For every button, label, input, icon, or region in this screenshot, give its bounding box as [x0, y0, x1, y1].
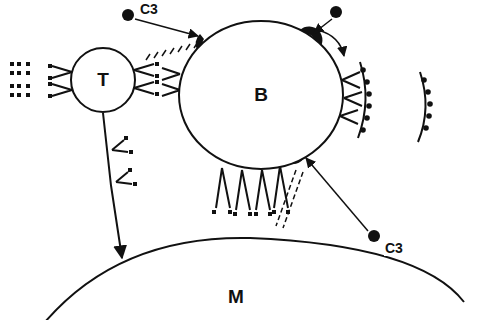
macrophage-cell: M	[40, 230, 470, 320]
lymphocyte-cell: B	[178, 20, 344, 170]
cell-label: M	[228, 286, 244, 308]
cell-membrane	[45, 238, 464, 320]
cell-membrane	[71, 48, 135, 112]
c3-molecule	[122, 6, 380, 242]
cell-outline	[40, 230, 470, 320]
cell-label: T	[97, 69, 109, 91]
cell-membrane	[179, 21, 343, 169]
antigen-chain	[358, 62, 433, 142]
molecule-label: C3	[139, 1, 159, 17]
binding-arrow	[135, 19, 368, 231]
secretion-arrow	[103, 113, 122, 258]
molecule-label: C3	[384, 240, 404, 256]
cell-label: B	[254, 84, 268, 106]
free-antigen	[10, 62, 30, 97]
lymphocyte-cell: T	[70, 47, 136, 113]
